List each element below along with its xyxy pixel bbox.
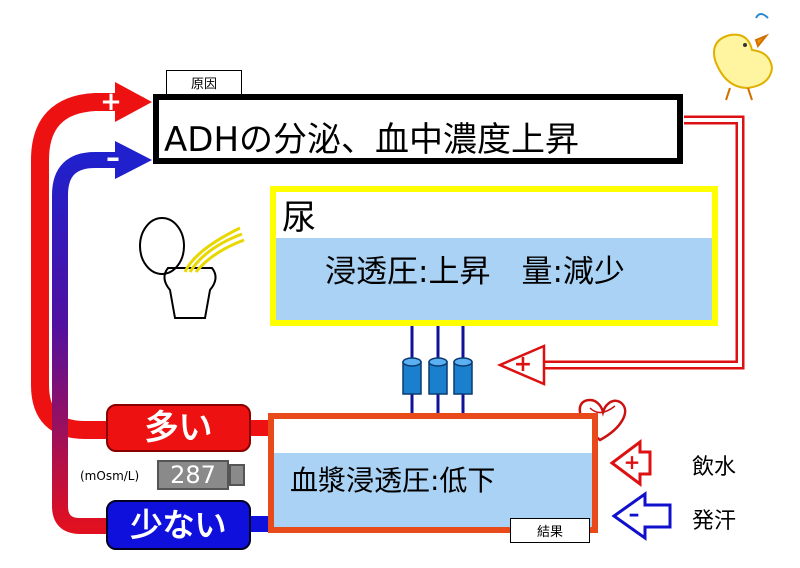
channel-cylinder-1 — [402, 357, 422, 395]
channel-plus-3: + — [457, 430, 469, 444]
result-fill — [274, 453, 592, 527]
urine-fill — [276, 238, 712, 320]
drink-label: 飲水 — [692, 455, 737, 480]
negative-feedback-arrow — [52, 141, 152, 534]
result-text: 血漿浸透圧:低下 — [290, 464, 496, 497]
channel-plus-1: + — [406, 430, 418, 444]
result-tag: 結果 — [510, 518, 590, 543]
toilet-icon — [139, 217, 245, 319]
cause-tag: 原因 — [166, 70, 242, 95]
cause-to-result-arrow — [496, 115, 745, 386]
osmolality-unit: (mOsm/L) — [80, 469, 140, 483]
osmolality-gauge-cap — [229, 464, 245, 486]
cause-arrow-plus-sign: + — [513, 352, 533, 377]
cause-box — [153, 94, 683, 164]
high-state-pill: 多い — [106, 404, 251, 452]
minus-sign: – — [106, 141, 120, 174]
sweat-minus-sign: – — [628, 502, 640, 527]
sweat-arrow — [611, 491, 672, 541]
drink-plus-sign: + — [623, 450, 641, 474]
urine-label: 尿 — [282, 198, 316, 238]
cause-text: ADHの分泌、血中濃度上昇 — [164, 120, 580, 160]
urine-text: 浸透圧:上昇 量:減少 — [325, 254, 625, 290]
osmolality-value: 287 — [157, 460, 229, 490]
sweat-label: 発汗 — [692, 509, 737, 534]
channel-plus-2: + — [432, 430, 444, 444]
low-state-pill: 少ない — [106, 500, 251, 550]
channel-cylinder-2 — [428, 357, 448, 395]
plus-sign: + — [100, 87, 122, 117]
drink-arrow — [609, 439, 652, 487]
channel-cylinder-3 — [453, 357, 473, 395]
chick-icon — [713, 13, 774, 101]
